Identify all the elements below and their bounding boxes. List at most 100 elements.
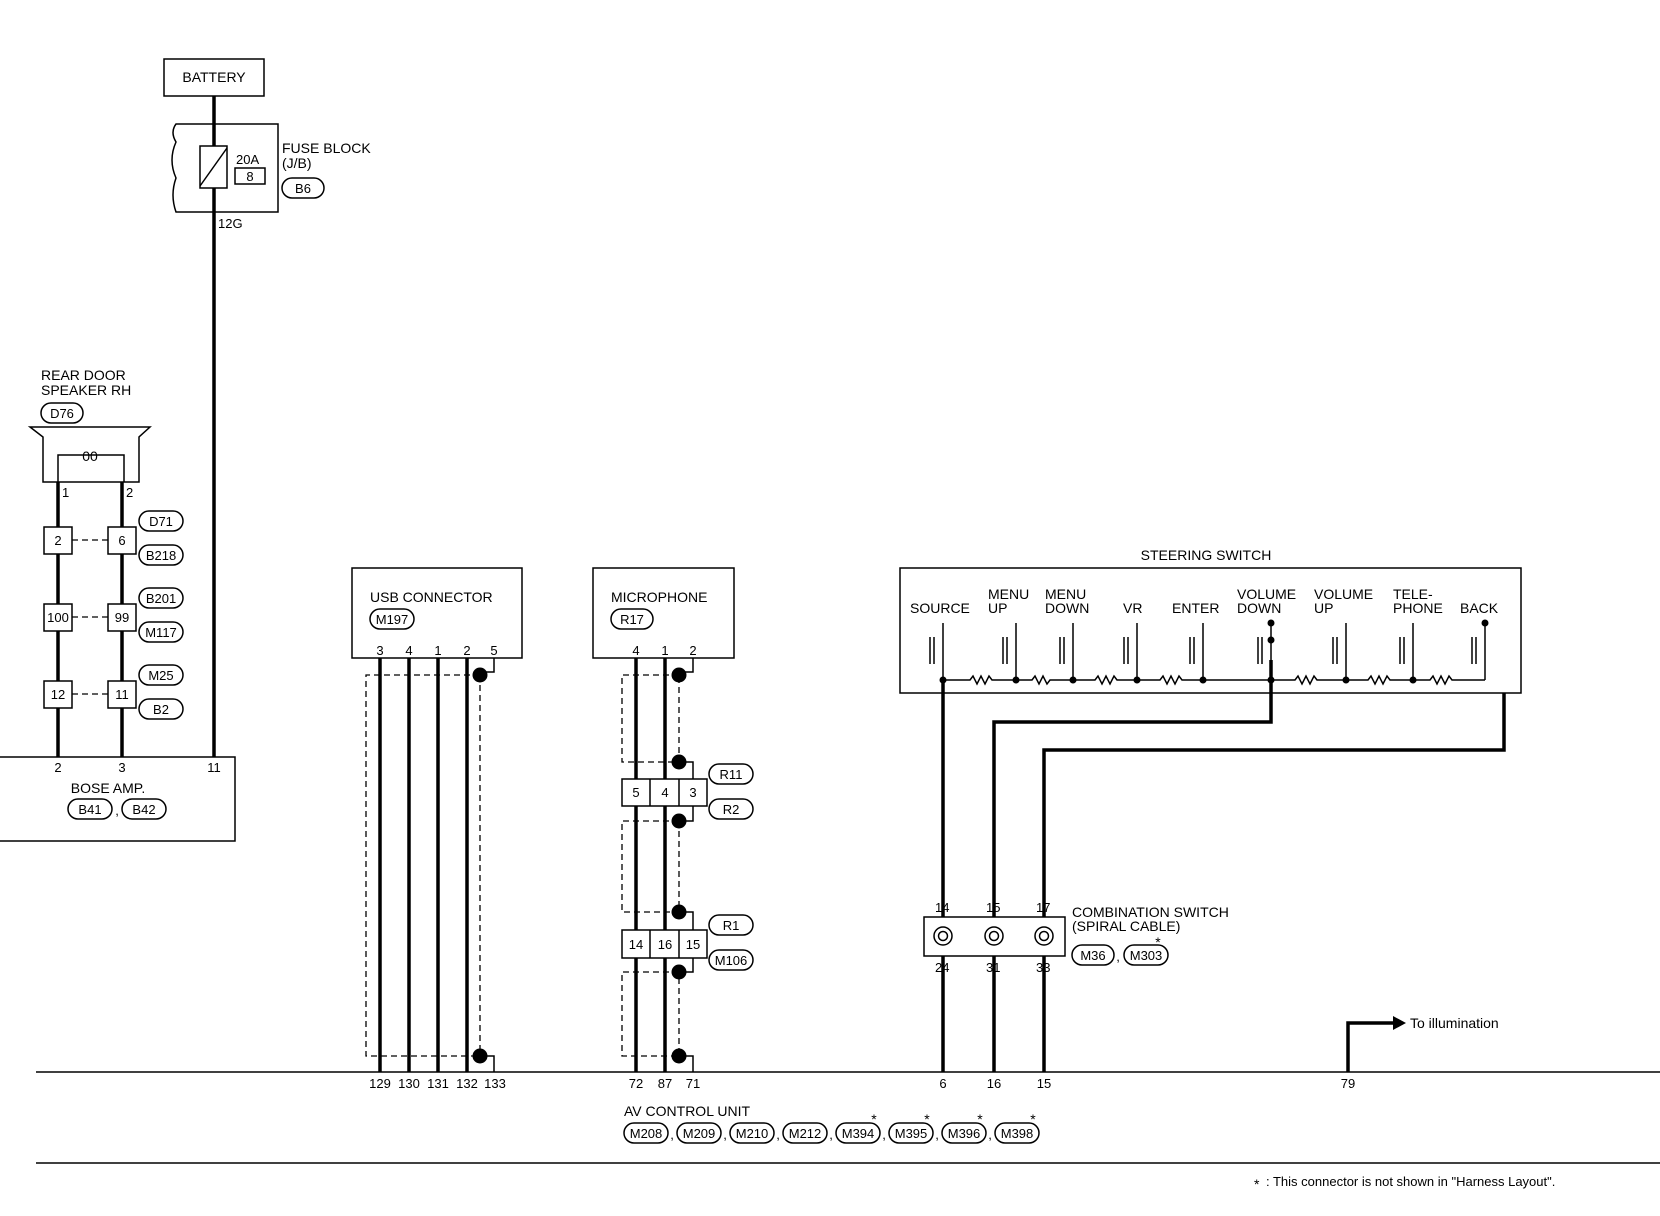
mic-joint-b-tag-1 (708, 914, 754, 936)
mic-joint-a-pin-2: 4 (661, 785, 668, 800)
illumination-link: To illumination (1346, 1015, 1499, 1072)
av-pin-16: 16 (987, 1076, 1001, 1091)
mic-joint-b-tag-2-text: M106 (715, 953, 748, 968)
combo-bottom-pin-3: 33 (1036, 960, 1050, 975)
footnote-star: * (1254, 1176, 1260, 1192)
spiral-contact-1 (933, 926, 953, 946)
av-connector-m209: M209 (683, 1126, 716, 1141)
joint-tag-3 (138, 587, 184, 609)
joint-tag-2-text: B218 (146, 548, 176, 563)
steering-wire-17 (1042, 693, 1506, 932)
av-sep-3: , (776, 1127, 780, 1142)
contact-vr (1123, 637, 1129, 664)
btn-menu-up-l1: MENU (988, 586, 1029, 602)
mic-shield-6 (679, 1055, 694, 1072)
btn-volume-down-l2: DOWN (1237, 600, 1281, 616)
spiral-contact-3 (1034, 926, 1054, 946)
mic-joint-b-pin-3: 15 (686, 937, 700, 952)
mic-joint-b-pin-2: 16 (658, 937, 672, 952)
bose-amp-tag-1 (67, 798, 113, 820)
mic-joint-a: 5 4 3 R11 R2 (621, 763, 754, 820)
joint-tag-6 (138, 698, 184, 720)
microphone-wires (621, 658, 694, 1072)
speaker-pin-2: 2 (126, 485, 133, 500)
joint-right-2-pin: 99 (115, 610, 129, 625)
mic-shield-box-3 (621, 971, 680, 1057)
fuse-number: 8 (246, 169, 253, 184)
av-pin-129: 129 (369, 1076, 391, 1091)
av-connector-m212: M212 (789, 1126, 822, 1141)
av-connector-m394: M394 (842, 1126, 875, 1141)
speaker-coil (57, 454, 125, 482)
combo-tag-2 (1123, 944, 1169, 966)
joint-tag-2 (138, 544, 184, 566)
joint-tag-5-text: M25 (148, 668, 173, 683)
av-tag-m209 (676, 1122, 722, 1144)
speaker-symbol: 00 (82, 448, 98, 464)
mic-joint-a-tag-1 (708, 763, 754, 785)
usb-pin-1: 1 (434, 643, 441, 658)
battery-box (163, 58, 265, 97)
spiral-contact-3-inner (1038, 930, 1050, 942)
bose-amp-connector-1: B41 (78, 802, 101, 817)
usb-wires (365, 658, 495, 1072)
junction-5 (1199, 676, 1207, 684)
bose-amp-label: BOSE AMP. (71, 780, 145, 796)
combo-star: * (1155, 934, 1161, 950)
btn-volume-up-l2: UP (1314, 600, 1333, 616)
av-pin-130: 130 (398, 1076, 420, 1091)
mic-joint-b: 14 16 15 R1 M106 (621, 914, 754, 971)
av-sep-2: , (723, 1127, 727, 1142)
bose-amp-box (0, 756, 236, 842)
av-pin-131: 131 (427, 1076, 449, 1091)
speaker-label-line2: SPEAKER RH (41, 382, 131, 398)
contact-source (929, 637, 935, 664)
mic-joint-a-tag-1-text: R11 (720, 767, 743, 782)
mic-joint-b-tag-2 (708, 949, 754, 971)
btn-telephone-l2: PHONE (1393, 600, 1443, 616)
microphone-pin-4: 4 (632, 643, 639, 658)
fuse-rating: 20A (236, 152, 259, 167)
joint-tag-3-text: B201 (146, 591, 176, 606)
fuse-block-outline (171, 123, 279, 213)
btn-volume-up-l1: VOLUME (1314, 586, 1373, 602)
illumination-arrow-icon (1393, 1016, 1406, 1030)
fuse-block: 20A 8 FUSE BLOCK (J/B) B6 12G (171, 123, 371, 231)
av-pin-132: 132 (456, 1076, 478, 1091)
combo-separator: , (1116, 949, 1120, 964)
microphone-label: MICROPHONE (611, 589, 707, 605)
bose-amp-tag-2 (121, 798, 167, 820)
mic-joint-a-pin-1: 5 (632, 785, 639, 800)
contact-volume-down (1257, 637, 1263, 664)
av-control-unit-label: AV CONTROL UNIT (624, 1103, 750, 1119)
spiral-contact-2-inner (988, 930, 1000, 942)
bose-amp-pin-1: 2 (54, 760, 61, 775)
joint-right-1-pin: 6 (118, 533, 125, 548)
mic-shield-box-2 (621, 820, 680, 913)
combo-bottom-pin-2: 31 (986, 960, 1000, 975)
fuse-block-sub: (J/B) (282, 155, 312, 171)
mic-joint-a-tag-2 (708, 798, 754, 820)
microphone-tag (610, 608, 654, 630)
combo-connector-1: M36 (1080, 948, 1105, 963)
bose-amp-pin-2: 3 (118, 760, 125, 775)
battery-label: BATTERY (182, 69, 246, 85)
steering-switch-box (899, 567, 1522, 694)
btn-source-l1: SOURCE (910, 600, 970, 616)
footnote: * : This connector is not shown in "Harn… (1254, 1174, 1555, 1192)
steering-wires (941, 660, 1506, 1072)
av-control-unit: 129 130 131 132 133 72 87 71 6 16 15 79 … (36, 1071, 1660, 1164)
fuse-output-pin: 12G (218, 216, 243, 231)
btn-menu-down-l2: DOWN (1045, 600, 1089, 616)
joint-tag-4-text: M117 (145, 625, 177, 640)
bose-amp: 2 3 11 BOSE AMP. B41 , B42 (0, 756, 236, 842)
av-connector-m210: M210 (736, 1126, 769, 1141)
joint-left-2-pin: 100 (47, 610, 69, 625)
av-tag-m210 (729, 1122, 775, 1144)
fuse-number-box (234, 167, 266, 185)
av-sep-6: , (935, 1127, 939, 1142)
usb-shield-left (365, 674, 480, 1057)
av-tag-m394 (835, 1122, 881, 1144)
illumination-wire (1346, 1021, 1393, 1072)
spiral-contact-1-inner (937, 930, 949, 942)
